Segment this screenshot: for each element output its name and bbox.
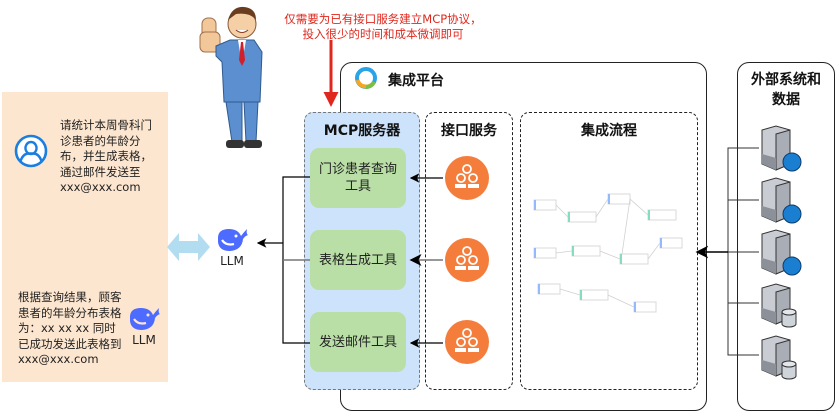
whale-icon bbox=[218, 229, 248, 251]
flow-node bbox=[567, 211, 597, 223]
platform-title: 集成平台 bbox=[388, 73, 444, 89]
user-avatar-icon bbox=[14, 134, 48, 168]
bidirectional-arrow-icon bbox=[167, 231, 210, 263]
tool-patient-query[interactable]: 门诊患者查询工具 bbox=[310, 148, 406, 208]
external-title-line-2: 数据 bbox=[772, 92, 800, 108]
tool-label: 发送邮件工具 bbox=[318, 334, 397, 350]
integration-flow-title: 集成流程 bbox=[581, 123, 637, 139]
flow-node bbox=[633, 301, 657, 313]
tool-send-email[interactable]: 发送邮件工具 bbox=[310, 312, 406, 372]
annotation-note: 仅需要为已有接口服务建立MCP协议， 投入很少的时间和成本微调即可 bbox=[268, 12, 498, 42]
flow-node bbox=[537, 283, 561, 295]
external-systems-title: 外部系统和 数据 bbox=[740, 70, 832, 110]
llm-node: LLM bbox=[212, 226, 252, 268]
flow-node bbox=[607, 193, 631, 205]
flow-thumbnail bbox=[533, 193, 683, 313]
api-services-title: 接口服务 bbox=[441, 123, 497, 139]
tool-label: 门诊患者查询工具 bbox=[318, 162, 397, 194]
server-globe-icon bbox=[758, 124, 804, 174]
api-service-icon[interactable] bbox=[445, 320, 489, 364]
external-bus bbox=[727, 147, 759, 356]
external-title-line-1: 外部系统和 bbox=[751, 72, 821, 88]
thumbs-up-person-illustration bbox=[196, 2, 282, 152]
flow-node bbox=[647, 209, 677, 221]
api-service-icon[interactable] bbox=[445, 238, 489, 282]
server-database-icon bbox=[758, 282, 804, 332]
api-service-icon[interactable] bbox=[445, 156, 489, 200]
annotation-line-1: 仅需要为已有接口服务建立MCP协议， bbox=[284, 12, 482, 26]
flow-node bbox=[579, 289, 609, 301]
flow-node bbox=[533, 199, 557, 211]
user-message: 请统计本周骨科门诊患者的年龄分布，并生成表格，通过邮件发送至 xxx@xxx.c… bbox=[60, 118, 152, 194]
flow-node bbox=[619, 253, 649, 265]
llm-reply-message: 根据查询结果，顾客患者的年龄分布表格为：xx xx xx 同时已成功发送此表格到… bbox=[18, 290, 122, 366]
tool-label: 表格生成工具 bbox=[318, 252, 397, 268]
tool-table-generator[interactable]: 表格生成工具 bbox=[310, 230, 406, 290]
mcp-server-title: MCP服务器 bbox=[323, 123, 401, 139]
server-database-icon bbox=[758, 334, 804, 384]
server-globe-icon bbox=[758, 228, 804, 278]
llm-label: LLM bbox=[220, 254, 244, 268]
server-globe-icon bbox=[758, 176, 804, 226]
platform-logo-icon bbox=[354, 66, 378, 90]
llm-reply-avatar: LLM bbox=[124, 305, 164, 347]
flow-node bbox=[571, 245, 601, 257]
whale-icon bbox=[130, 308, 160, 330]
annotation-line-2: 投入很少的时间和成本微调即可 bbox=[302, 27, 464, 41]
flow-node bbox=[533, 247, 557, 259]
llm-reply-label: LLM bbox=[132, 333, 156, 347]
flow-node bbox=[659, 237, 683, 249]
